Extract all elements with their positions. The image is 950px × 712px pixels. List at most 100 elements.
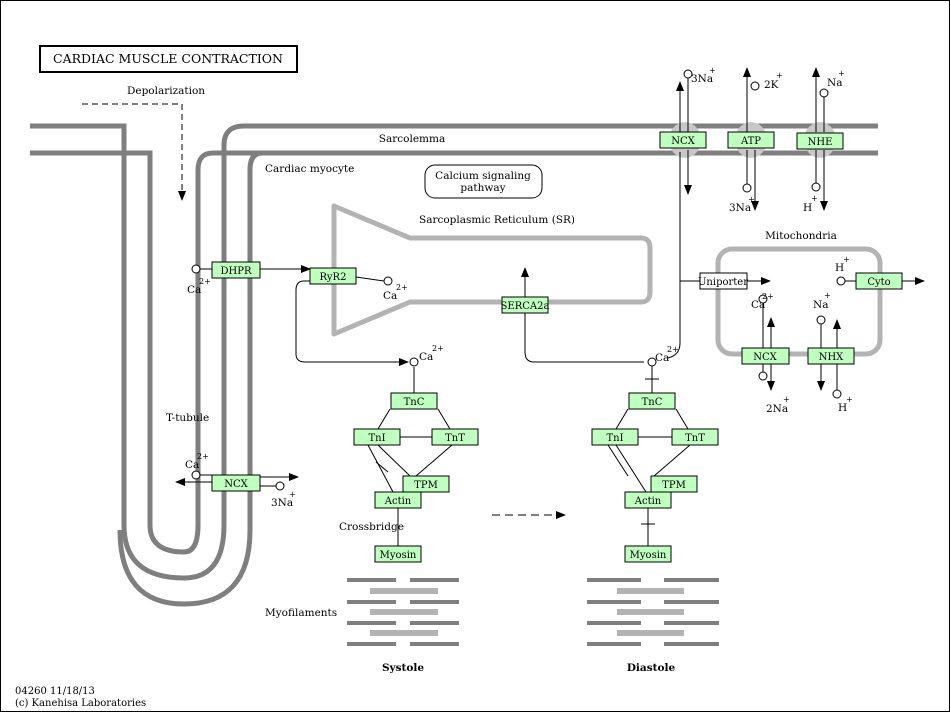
sarcolemma-membrane: [30, 123, 878, 607]
svg-text:2+: 2+: [199, 277, 211, 286]
svg-text:+: +: [709, 66, 716, 75]
svg-text:Myosin: Myosin: [630, 550, 667, 561]
cardiac-myocyte-label: Cardiac myocyte: [265, 163, 354, 175]
svg-text:ATP: ATP: [740, 136, 761, 147]
gene-serca2a[interactable]: SERCA2a: [501, 296, 550, 314]
svg-text:H: H: [803, 202, 812, 214]
gene-ncx-mitochondria[interactable]: NCX: [741, 347, 790, 365]
ion-circles: [191, 69, 846, 491]
mitochondria-outline: [715, 246, 883, 357]
gene-actin-diastole[interactable]: Actin: [624, 491, 672, 509]
gene-tni-systole[interactable]: TnI: [353, 428, 401, 446]
svg-text:2+: 2+: [197, 452, 209, 461]
crossbridge-label: Crossbridge: [339, 521, 404, 533]
svg-text:NCX: NCX: [671, 136, 695, 147]
gene-myosin-systole[interactable]: Myosin: [374, 545, 422, 563]
svg-text:NCX: NCX: [753, 352, 777, 363]
gene-ryr2[interactable]: RyR2: [309, 267, 357, 285]
gene-actin-systole[interactable]: Actin: [374, 491, 422, 509]
svg-text:SERCA2a: SERCA2a: [501, 301, 550, 312]
gene-tnt-diastole[interactable]: TnT: [671, 428, 719, 446]
sarcoplasmic-reticulum: [331, 203, 653, 337]
svg-text:Ca: Ca: [419, 351, 433, 363]
svg-text:2+: 2+: [667, 345, 679, 354]
gene-cyto[interactable]: Cyto: [855, 272, 903, 290]
calcium-pathway-line2: pathway: [460, 182, 505, 194]
svg-text:Ca: Ca: [185, 459, 199, 471]
svg-text:2+: 2+: [432, 344, 444, 353]
svg-text:+: +: [748, 195, 755, 204]
svg-text:Myosin: Myosin: [380, 550, 417, 561]
svg-text:Cyto: Cyto: [867, 277, 890, 288]
svg-text:Ca: Ca: [383, 290, 397, 302]
svg-text:TPM: TPM: [662, 480, 686, 491]
connection-lines: [175, 67, 925, 546]
calcium-pathway-line1: Calcium signaling: [435, 170, 531, 182]
svg-text:2+: 2+: [396, 283, 408, 292]
svg-text:RyR2: RyR2: [320, 272, 347, 283]
svg-text:TnT: TnT: [445, 433, 465, 444]
svg-text:NCX: NCX: [224, 479, 248, 490]
svg-text:Ca: Ca: [655, 352, 669, 364]
footer-copyright: (c) Kanehisa Laboratories: [15, 698, 146, 709]
svg-text:H: H: [835, 262, 844, 274]
gene-myosin-diastole[interactable]: Myosin: [624, 545, 672, 563]
svg-text:TPM: TPM: [414, 480, 438, 491]
gene-tnc-diastole[interactable]: TnC: [628, 392, 676, 410]
svg-text:+: +: [838, 69, 845, 78]
svg-text:Ca: Ca: [187, 284, 201, 296]
svg-text:+: +: [824, 291, 831, 300]
gene-tpm-systole[interactable]: TPM: [402, 475, 450, 493]
gene-tpm-diastole[interactable]: TPM: [650, 475, 698, 493]
svg-text:Uniporter: Uniporter: [698, 277, 748, 288]
gene-tnc-systole[interactable]: TnC: [390, 392, 438, 410]
svg-text:TnI: TnI: [368, 433, 385, 444]
svg-text:Actin: Actin: [634, 496, 662, 507]
svg-text:+: +: [846, 395, 853, 404]
mitochondria-label: Mitochondria: [765, 230, 837, 242]
svg-text:2+: 2+: [762, 292, 774, 301]
systole-label: Systole: [382, 662, 424, 674]
svg-text:H: H: [838, 402, 847, 414]
svg-text:NHE: NHE: [808, 137, 833, 148]
svg-text:Na: Na: [813, 299, 828, 311]
myofilaments-diastole: [587, 578, 719, 646]
sarcolemma-label: Sarcolemma: [379, 133, 445, 145]
gene-tnt-systole[interactable]: TnT: [431, 428, 479, 446]
myofilaments-label: Myofilaments: [265, 607, 337, 619]
svg-text:2Na: 2Na: [766, 403, 788, 415]
depolarization-arrow: [82, 103, 186, 201]
gene-tni-diastole[interactable]: TnI: [591, 428, 639, 446]
svg-text:TnT: TnT: [685, 433, 705, 444]
svg-text:+: +: [783, 395, 790, 404]
svg-text:+: +: [289, 490, 296, 499]
gene-dhpr[interactable]: DHPR: [211, 261, 261, 279]
svg-text:TnI: TnI: [606, 433, 623, 444]
svg-text:Na: Na: [827, 77, 842, 89]
svg-text:DHPR: DHPR: [221, 266, 252, 277]
gene-nhx-mitochondria[interactable]: NHX: [807, 347, 855, 365]
gene-uniporter[interactable]: Uniporter: [698, 272, 748, 290]
calcium-signaling-pathway-box[interactable]: [424, 164, 543, 199]
depolarization-label: Depolarization: [127, 85, 205, 97]
footer-id: 04260 11/18/13: [15, 686, 95, 697]
gene-atp[interactable]: ATP: [727, 131, 775, 149]
svg-text:3Na: 3Na: [729, 202, 751, 214]
sr-label: Sarcoplasmic Reticulum (SR): [419, 214, 575, 226]
title-box: [39, 45, 298, 73]
svg-text:NHX: NHX: [819, 352, 844, 363]
svg-text:3Na: 3Na: [691, 73, 713, 85]
svg-text:Ca: Ca: [751, 299, 765, 311]
myofilaments-systole: [347, 578, 459, 646]
ion-labels: Ca2+ Ca2+ Ca2+ Ca2+ 3Na+ 2K+ Na+ 3Na+ H+…: [185, 66, 853, 509]
diastole-label: Diastole: [627, 662, 676, 674]
t-tubule-label: T-tubule: [166, 412, 209, 424]
gene-ncx-t-tubule[interactable]: NCX: [211, 474, 261, 492]
diagram-title: CARDIAC MUSCLE CONTRACTION: [53, 51, 283, 66]
svg-text:+: +: [811, 194, 818, 203]
svg-text:Actin: Actin: [384, 496, 412, 507]
gene-nhe[interactable]: NHE: [796, 132, 844, 150]
gene-ncx-sarcolemma[interactable]: NCX: [659, 131, 707, 149]
